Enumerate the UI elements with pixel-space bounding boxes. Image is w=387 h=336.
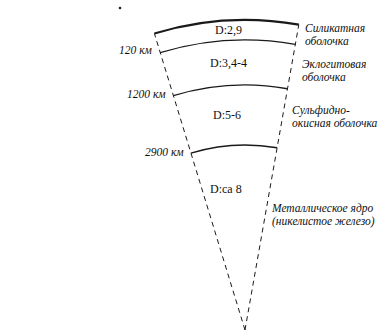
- right-radius-line: [245, 25, 299, 330]
- boundary-arc: [160, 40, 295, 53]
- left-radius-line: [154, 34, 245, 331]
- boundary-arc: [173, 85, 287, 96]
- surface-arc: [154, 20, 298, 34]
- depth-label: 120 км: [118, 44, 153, 57]
- density-value: D:ca 8: [208, 183, 244, 196]
- density-value: D:3,4-4: [208, 57, 249, 70]
- depth-label: 2900 км: [144, 146, 185, 159]
- density-value: D:2,9: [213, 24, 244, 37]
- layer-name: Силикатная оболочка: [305, 22, 383, 48]
- layer-name: Эклогитовая оболочка: [302, 58, 383, 84]
- layer-name: Металлическое ядро (никелистое железо): [272, 202, 383, 228]
- layer-name: Сульфидно-окисная оболочка: [292, 104, 383, 130]
- boundary-arc: [191, 145, 277, 153]
- density-value: D:5-6: [211, 109, 243, 122]
- speck: [119, 7, 122, 10]
- depth-label: 1200 км: [126, 88, 167, 101]
